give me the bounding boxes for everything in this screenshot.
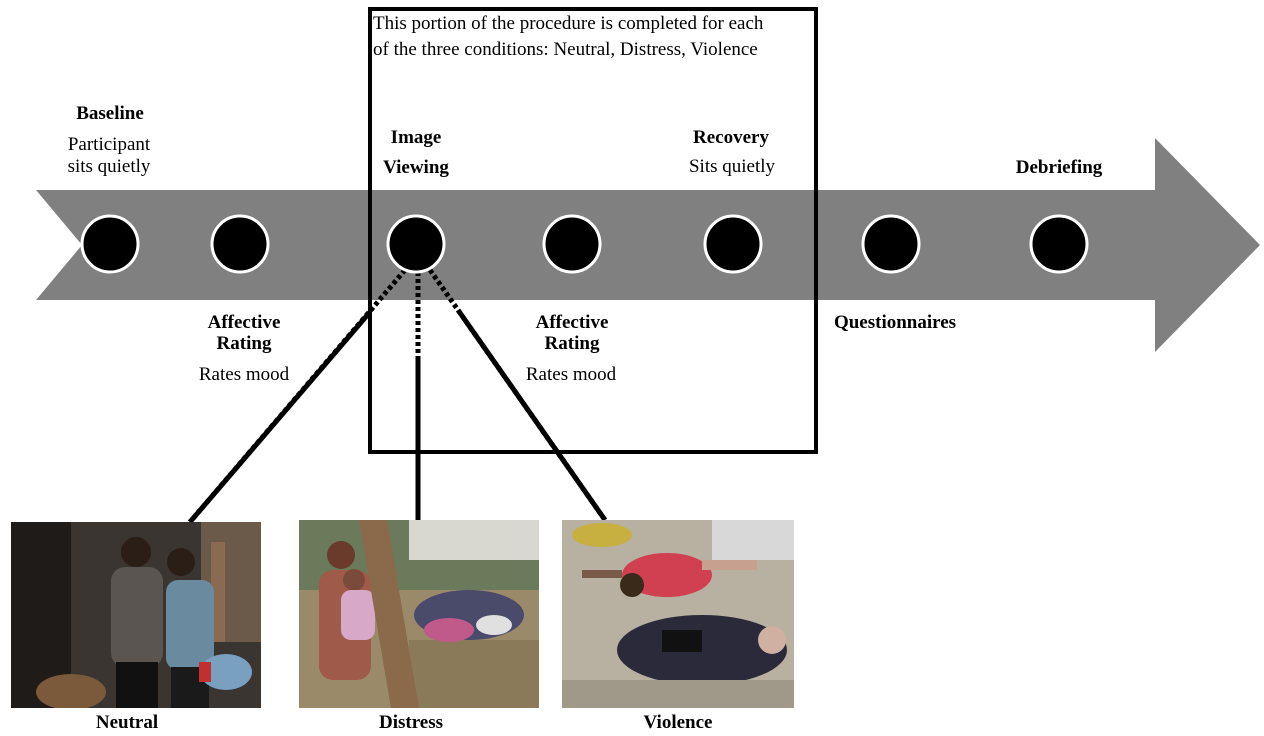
node-questionnaires xyxy=(861,214,921,274)
affective-rating-2-sub: Rates mood xyxy=(525,364,617,385)
node-image-viewing xyxy=(386,214,446,274)
connectors-solid xyxy=(188,308,608,524)
baseline-line2: sits quietly xyxy=(67,156,151,177)
recovery-title: Recovery xyxy=(693,127,769,148)
recovery-sub: Sits quietly xyxy=(688,156,776,177)
timeline-arrow xyxy=(36,138,1260,352)
node-recovery xyxy=(703,214,763,274)
image-viewing-title2: Viewing xyxy=(383,157,449,178)
baseline-title: Baseline xyxy=(76,103,144,124)
node-baseline xyxy=(80,214,140,274)
affective-rating-2-title1: Affective xyxy=(535,312,609,333)
neutral-photo xyxy=(11,522,261,708)
affective-rating-1-title1: Affective xyxy=(207,312,281,333)
box-note: This portion of the procedure is complet… xyxy=(373,11,763,63)
debriefing-title: Debriefing xyxy=(1015,157,1103,178)
box-note-line2: of the three conditions: Neutral, Distre… xyxy=(373,39,758,60)
affective-rating-1-title2: Rating xyxy=(216,333,272,354)
node-affective-rating-2 xyxy=(542,214,602,274)
violence-label: Violence xyxy=(643,712,713,733)
image-viewing-title1: Image xyxy=(390,127,442,148)
node-affective-rating-1 xyxy=(210,214,270,274)
distress-label: Distress xyxy=(378,712,444,733)
node-debriefing xyxy=(1029,214,1089,274)
box-note-line1: This portion of the procedure is complet… xyxy=(373,13,764,34)
baseline-line1: Participant xyxy=(67,134,151,155)
affective-rating-1-sub: Rates mood xyxy=(198,364,290,385)
connectors xyxy=(188,268,608,524)
affective-rating-2-title2: Rating xyxy=(544,333,600,354)
timeline-nodes xyxy=(80,214,1089,274)
violence-photo xyxy=(562,520,794,708)
distress-photo xyxy=(299,520,539,708)
questionnaires-title: Questionnaires xyxy=(833,312,957,333)
neutral-label: Neutral xyxy=(95,712,159,733)
condition-box xyxy=(368,7,818,454)
